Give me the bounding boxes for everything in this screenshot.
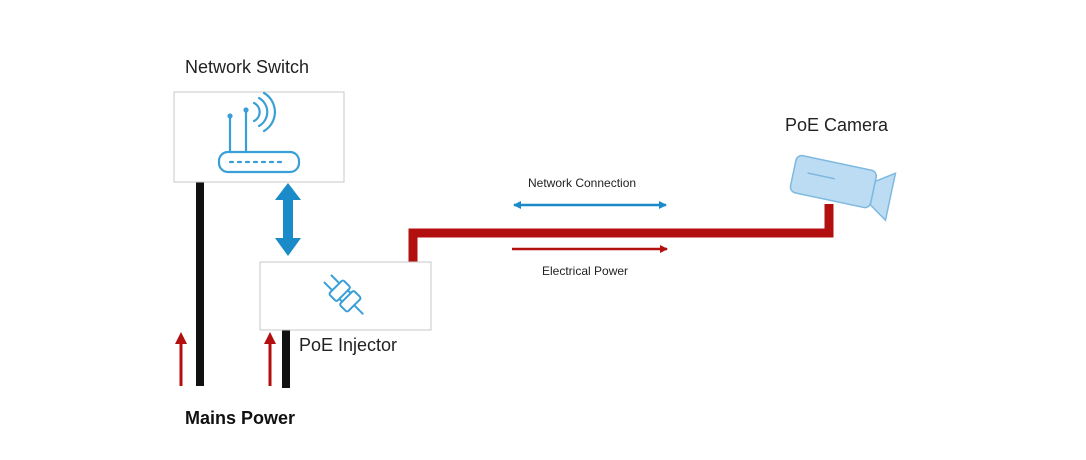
switch-mains-cable [196, 182, 204, 386]
poe-camera-label: PoE Camera [785, 115, 889, 135]
network-switch-box [173, 91, 345, 183]
poe-cable [408, 204, 834, 262]
mains-power-label: Mains Power [185, 408, 296, 428]
poe-injector-box [259, 261, 432, 331]
network-connection-label: Network Connection [528, 176, 637, 190]
electrical-power-label: Electrical Power [542, 264, 629, 278]
poe-injector-label: PoE Injector [299, 335, 398, 355]
mains-arrow-left [175, 332, 187, 386]
mains-arrow-right [264, 332, 276, 386]
router-icon [217, 91, 301, 174]
switch-injector-data-arrow [275, 183, 301, 256]
plug-icon [323, 274, 364, 315]
camera-icon [789, 154, 897, 222]
network-switch-label: Network Switch [185, 57, 310, 77]
injector-mains-cable [282, 330, 290, 388]
